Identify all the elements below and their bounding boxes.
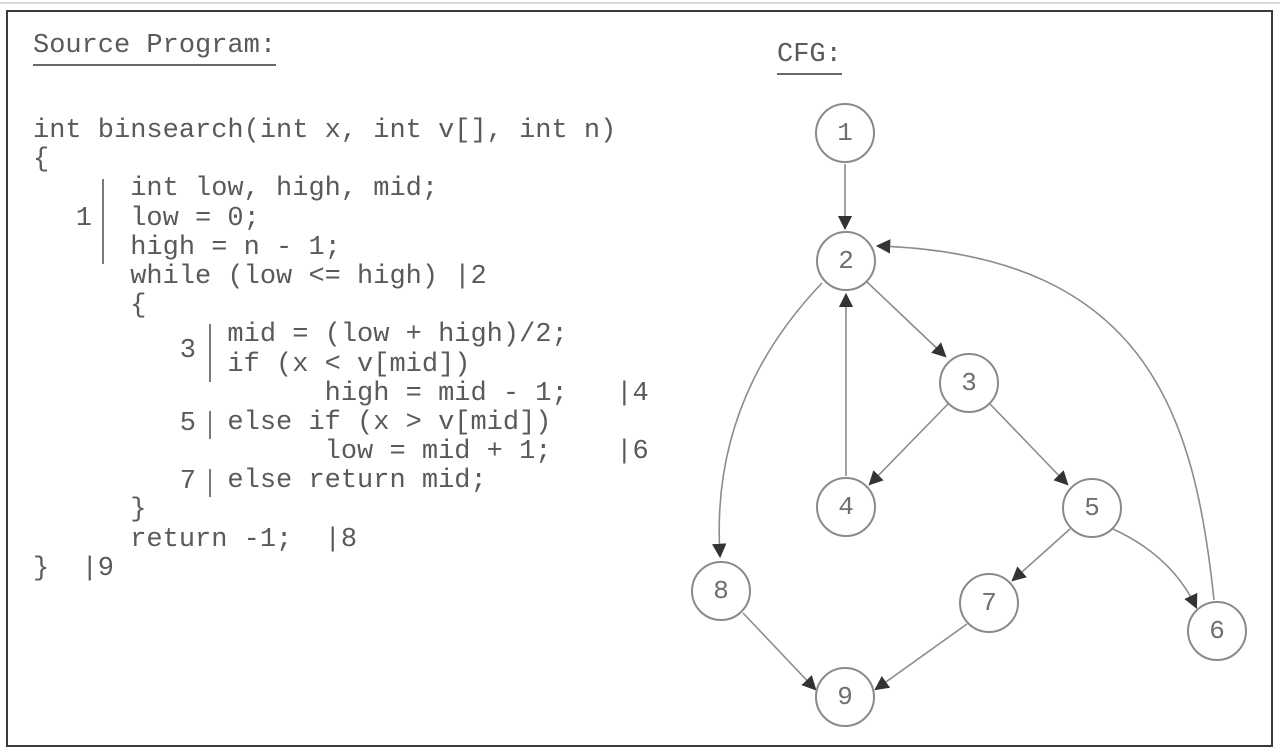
code-line: low = mid + 1; |6	[33, 437, 649, 468]
cfg-node-8-label: 8	[713, 576, 729, 606]
code-line: low = 0;	[33, 203, 260, 234]
cfg-node-1: 1	[815, 103, 875, 163]
code-line: return -1; |8	[33, 524, 358, 555]
cfg-node-7: 7	[959, 573, 1019, 633]
cfg-node-3: 3	[939, 353, 999, 413]
cfg-node-9: 9	[815, 667, 875, 727]
cfg-node-2: 2	[816, 231, 876, 291]
code-line: }	[33, 495, 147, 526]
cfg-node-7-label: 7	[981, 588, 997, 618]
code-line: else if (x > v[mid])	[33, 407, 552, 438]
code-line: high = mid - 1; |4	[33, 378, 649, 409]
block-label-5: 5	[179, 409, 196, 439]
cfg-node-5-label: 5	[1084, 493, 1100, 523]
block-label-7: 7	[179, 467, 196, 497]
block-bar-1	[102, 179, 104, 264]
block-label-1: 1	[75, 204, 92, 234]
code-line: int binsearch(int x, int v[], int n)	[33, 116, 617, 146]
block-bar-7	[209, 469, 211, 497]
block-bar-3	[209, 324, 211, 382]
cfg-node-9-label: 9	[837, 682, 853, 712]
source-program-heading: Source Program:	[33, 33, 277, 66]
cfg-node-1-label: 1	[837, 118, 853, 148]
block-label-3: 3	[179, 336, 196, 366]
code-line: int low, high, mid;	[33, 174, 439, 205]
code-line: else return mid;	[33, 466, 487, 497]
cfg-node-6: 6	[1187, 601, 1247, 661]
block-bar-5	[209, 411, 211, 439]
code-line: while (low <= high) |2	[33, 261, 487, 292]
cfg-heading: CFG:	[777, 42, 842, 75]
code-line: {	[33, 145, 50, 176]
source-code-block: int binsearch(int x, int v[], int n) { i…	[33, 116, 649, 584]
cfg-node-3-label: 3	[961, 368, 977, 398]
code-line: mid = (low + high)/2;	[33, 320, 568, 351]
code-line: {	[33, 291, 147, 322]
cfg-node-5: 5	[1062, 478, 1122, 538]
code-line: } |9	[33, 553, 115, 584]
cfg-node-8: 8	[691, 561, 751, 621]
cfg-node-6-label: 6	[1209, 616, 1225, 646]
screen-edge-line	[0, 2, 1280, 4]
cfg-node-4-label: 4	[838, 492, 854, 522]
code-line: high = n - 1;	[33, 232, 341, 263]
cfg-node-4: 4	[816, 477, 876, 537]
code-line: if (x < v[mid])	[33, 349, 471, 380]
cfg-node-2-label: 2	[838, 246, 854, 276]
